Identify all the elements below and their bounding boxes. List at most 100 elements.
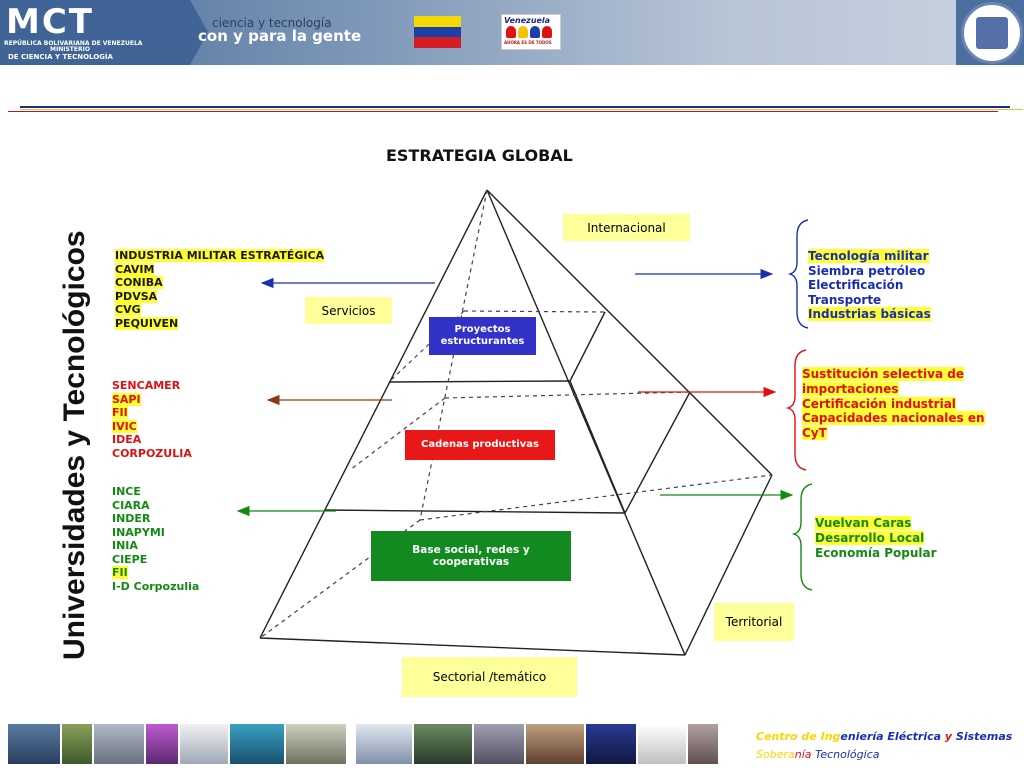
thumbnail-image bbox=[62, 724, 92, 764]
thumbnail-image bbox=[638, 724, 686, 764]
figure-icon bbox=[518, 26, 528, 38]
tag-internacional: Internacional bbox=[563, 214, 690, 241]
right-list-item: Certificación industrial bbox=[802, 396, 956, 411]
footer-text-part: eniería bbox=[840, 730, 888, 743]
logo-ministry-text: MINISTERIO bbox=[50, 46, 90, 53]
left-list-item: IVIC bbox=[112, 419, 137, 433]
footer-tagline: Soberanía Tecnológica bbox=[756, 748, 880, 761]
tag-servicios: Servicios bbox=[305, 297, 392, 324]
right-list-item: Sustitución selectiva de bbox=[802, 367, 964, 381]
thumbnail-image bbox=[180, 724, 228, 764]
figure-icon bbox=[542, 26, 552, 38]
figure-icon bbox=[530, 26, 540, 38]
thumbnail-image bbox=[8, 724, 60, 764]
left-list-item: CIARA bbox=[112, 498, 150, 512]
brace-blue bbox=[787, 219, 809, 329]
thumbnail-image bbox=[586, 724, 636, 764]
right-list-item: Desarrollo Local bbox=[815, 530, 925, 545]
left-list-item: CVG bbox=[115, 303, 141, 316]
foundation-seal bbox=[956, 0, 1024, 65]
chevron-decoration bbox=[190, 0, 208, 65]
left-list-item: IDEA bbox=[112, 433, 142, 446]
header-banner: MCT REPÚBLICA BOLIVARIANA DE VENEZUELA M… bbox=[0, 0, 1024, 65]
mct-logo: MCT REPÚBLICA BOLIVARIANA DE VENEZUELA M… bbox=[0, 0, 190, 65]
thumbnail-image bbox=[474, 724, 524, 764]
left-list-item: FII bbox=[112, 566, 128, 579]
left-list-item: CAVIM bbox=[115, 262, 155, 276]
tag-sectorial: Sectorial /temático bbox=[402, 657, 577, 697]
figure-icon bbox=[506, 26, 516, 38]
venezuela-logo-text: Venezuela bbox=[504, 16, 551, 25]
left-list-item: INCE bbox=[112, 485, 141, 498]
footer-text-part: Sobera bbox=[756, 748, 795, 761]
footer-text-part: Sistemas bbox=[955, 730, 1013, 743]
footer-text-part: nía bbox=[794, 748, 815, 761]
footer-text-part: Centro de bbox=[756, 730, 821, 743]
left-list-item: INAPYMI bbox=[112, 525, 165, 539]
left-list-item: PEQUIVEN bbox=[115, 316, 179, 330]
left-list-item: INDUSTRIA MILITAR ESTRATÉGICA bbox=[115, 249, 325, 262]
footer-text-part: Eléctrica bbox=[887, 730, 945, 743]
right-list-item: CyT bbox=[802, 426, 827, 441]
left-list-item: FII bbox=[112, 406, 128, 419]
left-list-item: SENCAMER bbox=[112, 379, 181, 392]
brace-red bbox=[785, 349, 807, 471]
footer-text-part: Ing bbox=[820, 730, 841, 743]
tag-territorial: Territorial bbox=[714, 603, 794, 641]
footer-center-name: Centro de Ingeniería Eléctrica y Sistema… bbox=[756, 730, 1012, 743]
left-list-item: CORPOZULIA bbox=[112, 446, 192, 460]
left-list-item: SAPI bbox=[112, 392, 141, 406]
right-list-item: Industrias básicas bbox=[808, 307, 931, 321]
right-list-item: Economía Popular bbox=[815, 545, 937, 560]
thumbnail-image bbox=[688, 724, 718, 764]
thumbnail-image bbox=[230, 724, 284, 764]
thumbnail-image bbox=[414, 724, 472, 764]
seal-icon bbox=[961, 2, 1023, 64]
venezuela-flag-icon bbox=[414, 16, 461, 48]
left-list-item: CONIBA bbox=[115, 276, 163, 289]
venezuela-logo-subtext: AHORA ES DE TODOS bbox=[504, 40, 552, 45]
box-base-social: Base social, redes y cooperativas bbox=[371, 531, 571, 581]
right-list-item: Tecnología militar bbox=[808, 249, 929, 263]
right-list-item: Capacidades nacionales en bbox=[802, 411, 985, 426]
slogan-line-2: con y para la gente bbox=[198, 27, 362, 45]
pyramid-edges bbox=[259, 189, 773, 656]
logo-republic-text: REPÚBLICA BOLIVARIANA DE VENEZUELA bbox=[4, 40, 143, 47]
divider-line bbox=[20, 106, 1010, 108]
left-list-item: I-D Corpozulia bbox=[112, 579, 200, 593]
left-list-item: INDER bbox=[112, 512, 151, 525]
box-proyectos-estructurantes: Proyectos estructurantes bbox=[429, 317, 536, 355]
right-list-item: Vuelvan Caras bbox=[815, 516, 912, 530]
footer-text-part: y bbox=[944, 730, 956, 743]
mct-logo-letters: MCT bbox=[6, 2, 94, 42]
divider-line bbox=[8, 111, 998, 112]
logo-science-text: DE CIENCIA Y TECNOLOGÍA bbox=[8, 53, 113, 61]
diagram-title: ESTRATEGIA GLOBAL bbox=[386, 146, 573, 165]
thumbnail-image bbox=[356, 724, 412, 764]
thumbnail-image bbox=[286, 724, 346, 764]
venezuela-logo: Venezuela AHORA ES DE TODOS bbox=[501, 14, 561, 50]
box-cadenas-productivas: Cadenas productivas bbox=[405, 430, 555, 460]
brace-green bbox=[791, 483, 813, 591]
left-list-item: CIEPE bbox=[112, 552, 148, 566]
right-list-item: importaciones bbox=[802, 381, 899, 396]
right-list-item: Transporte bbox=[808, 292, 882, 307]
right-list-item: Electrificación bbox=[808, 278, 904, 292]
right-list-item: Siembra petróleo bbox=[808, 263, 926, 278]
thumbnail-image bbox=[146, 724, 178, 764]
thumbnail-image bbox=[526, 724, 584, 764]
divider-line bbox=[20, 109, 1023, 110]
left-list-item: PDVSA bbox=[115, 289, 158, 303]
footer-image-strip bbox=[8, 724, 718, 764]
left-list-item: INIA bbox=[112, 539, 138, 552]
footer-text-part: Tecnológica bbox=[815, 748, 880, 761]
slogan-line-1: ciencia y tecnología bbox=[212, 16, 332, 30]
thumbnail-image bbox=[94, 724, 144, 764]
